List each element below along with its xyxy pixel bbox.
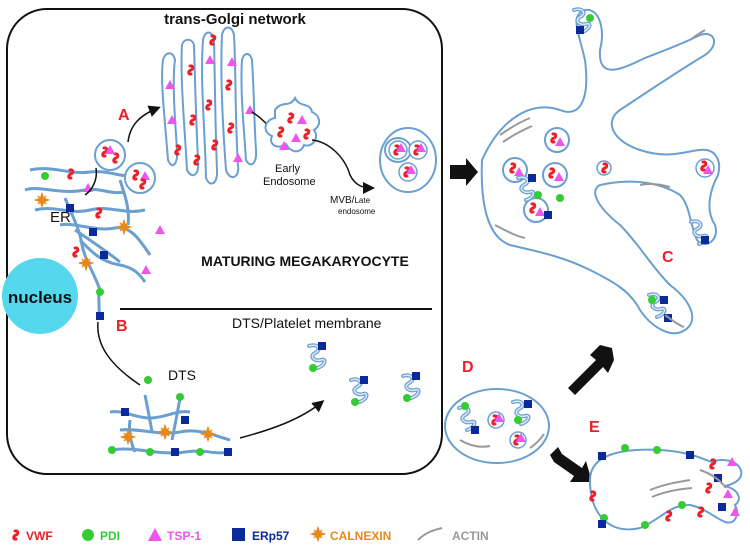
arrow-er-vesicle	[84, 167, 98, 196]
legend-item-pdi: PDI	[82, 529, 120, 543]
nucleus-shape	[2, 258, 78, 334]
mvb-granules	[384, 137, 428, 182]
arrow-endosome-to-mvb	[311, 139, 375, 194]
arrow-to-e	[550, 447, 592, 482]
erp57-icon	[232, 528, 245, 541]
platelet-e-proteins	[589, 444, 740, 529]
pdi-icon	[82, 529, 94, 541]
legend-label-erp57: ERp57	[252, 529, 290, 543]
mvb	[379, 127, 437, 193]
arrow-to-proplatelet	[450, 158, 478, 186]
arrow-to-d	[568, 345, 614, 395]
legend-label-vwf: VWF	[26, 529, 53, 543]
actin-icon	[417, 527, 443, 541]
legend: VWF PDI TSP-1 ERp57 CALNEXIN ACTIN	[12, 527, 489, 543]
arrow-er-to-golgi	[127, 105, 161, 143]
transport-vesicles	[94, 139, 156, 194]
arrow-dts-to-coils	[239, 400, 325, 439]
legend-label-tsp1: TSP-1	[167, 529, 201, 543]
dts-label: DTS	[168, 367, 196, 383]
panel-letter-b: B	[116, 318, 128, 335]
mvb-label: MVB/Late	[330, 195, 371, 206]
panel-letter-d: D	[462, 359, 474, 376]
dts-proteins	[108, 376, 232, 456]
calnexin-icon	[311, 527, 325, 541]
tsp1-icon	[148, 528, 162, 541]
legend-item-tsp1: TSP-1	[148, 528, 201, 543]
legend-item-vwf: VWF	[12, 529, 53, 543]
panel-letter-a: A	[118, 107, 130, 124]
legend-label-actin: ACTIN	[452, 529, 489, 543]
early-endosome	[264, 95, 320, 153]
mvb-label-2: endosome	[338, 207, 376, 216]
legend-item-calnexin: CALNEXIN	[311, 527, 391, 543]
dts-membrane-label: DTS/Platelet membrane	[232, 315, 382, 331]
panel-letter-e: E	[589, 419, 600, 436]
proplatelet-actin	[494, 29, 706, 328]
panel-letter-c: C	[662, 249, 674, 266]
vwf-icon	[12, 529, 20, 541]
early-endosome-label-2: Endosome	[263, 176, 316, 188]
early-endosome-label-1: Early	[275, 163, 301, 175]
proplatelet-granules	[502, 7, 715, 322]
dts-coils	[307, 342, 421, 406]
tgn-label: trans-Golgi network	[164, 11, 306, 28]
arrow-to-dts	[97, 321, 141, 386]
nucleus-label: nucleus	[8, 288, 72, 307]
megakaryocyte-frame	[6, 8, 443, 475]
maturing-label: MATURING MEGAKARYOCYTE	[201, 253, 409, 269]
legend-label-calnexin: CALNEXIN	[330, 529, 391, 543]
platelet-d-contents	[457, 399, 545, 449]
legend-item-erp57: ERp57	[232, 528, 290, 543]
legend-label-pdi: PDI	[100, 529, 120, 543]
er-label: ER	[50, 209, 71, 226]
legend-item-actin: ACTIN	[417, 527, 489, 543]
